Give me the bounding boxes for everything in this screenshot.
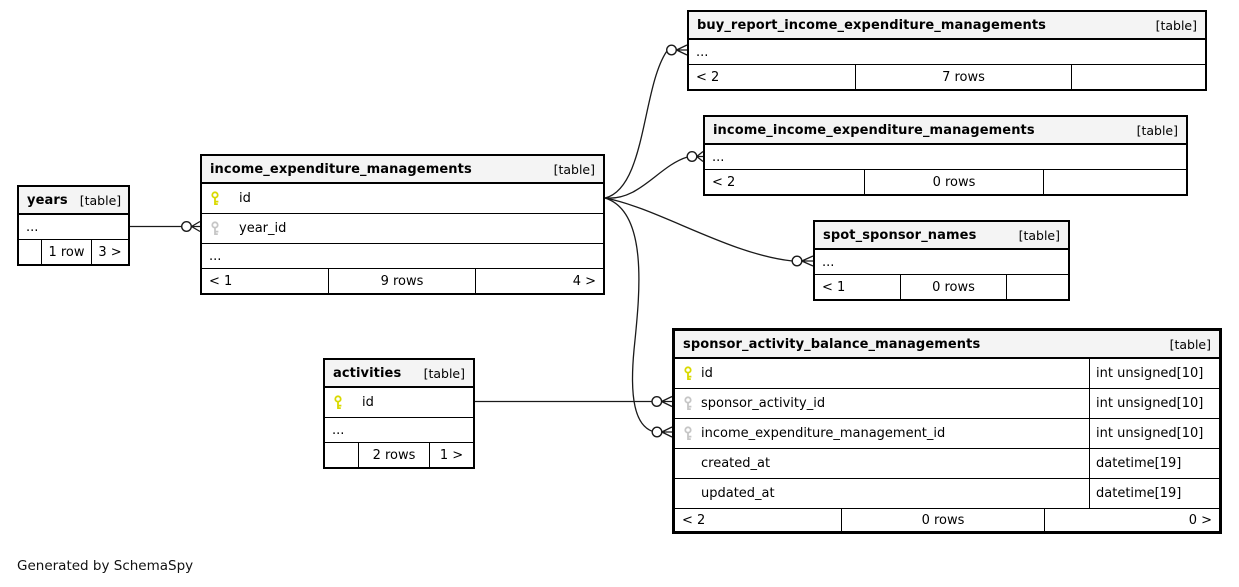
footer-children: < 2: [696, 69, 720, 85]
footer-children: < 2: [712, 174, 736, 190]
columns-ellipsis: ...: [202, 244, 603, 269]
table-spot-sponsor-names[interactable]: spot_sponsor_names [table] ... < 1 0 row…: [813, 220, 1070, 301]
foreign-key-icon: [209, 221, 221, 236]
generator-note: Generated by SchemaSpy: [17, 558, 194, 574]
column-row-id: id int unsigned[10]: [675, 359, 1219, 389]
connector-iem-to-buy-report: [604, 44, 688, 199]
table-header: sponsor_activity_balance_managements [ta…: [675, 331, 1219, 359]
table-tag: [table]: [553, 161, 595, 177]
footer-children: [19, 240, 41, 264]
table-income-income-expenditure-managements[interactable]: income_income_expenditure_managements [t…: [703, 115, 1188, 196]
columns-ellipsis: ...: [19, 215, 128, 240]
footer-parents: 1 >: [429, 443, 473, 467]
connector-years-to-iem: [130, 220, 201, 233]
connector-activities-to-savbm: [475, 395, 673, 408]
column-row-created-at: created_at datetime[19]: [675, 449, 1219, 479]
primary-key-icon: [682, 366, 694, 381]
table-footer: < 2 7 rows: [689, 65, 1205, 89]
table-tag: [table]: [1155, 17, 1197, 33]
table-tag: [table]: [79, 192, 122, 208]
column-type: int unsigned[10]: [1089, 419, 1219, 448]
column-type: datetime[19]: [1089, 479, 1219, 508]
table-tag: [table]: [423, 365, 465, 381]
footer-rowcount: 0 rows: [864, 170, 1043, 194]
foreign-key-icon: [682, 396, 694, 411]
column-name: updated_at: [701, 486, 775, 501]
footer-rowcount: 1 row: [41, 240, 91, 264]
table-tag: [table]: [1169, 336, 1211, 352]
table-name[interactable]: activities: [333, 365, 402, 381]
footer-parents: [1071, 65, 1205, 89]
footer-rowcount: 2 rows: [358, 443, 429, 467]
column-row-income-expenditure-management-id: income_expenditure_management_id int uns…: [675, 419, 1219, 449]
table-name[interactable]: years: [27, 192, 68, 208]
column-name: income_expenditure_management_id: [701, 426, 946, 441]
column-type: datetime[19]: [1089, 449, 1219, 478]
columns-ellipsis: ...: [325, 418, 473, 443]
column-name: id: [362, 395, 374, 410]
footer-parents: 0 >: [1044, 509, 1219, 531]
columns-ellipsis: ...: [705, 145, 1186, 170]
column-row-sponsor-activity-id: sponsor_activity_id int unsigned[10]: [675, 389, 1219, 419]
table-footer: 1 row 3 >: [19, 240, 128, 264]
table-header: buy_report_income_expenditure_management…: [689, 12, 1205, 40]
footer-children: < 1: [209, 273, 233, 289]
table-header: years [table]: [19, 187, 128, 215]
footer-children: < 2: [682, 512, 706, 528]
table-tag: [table]: [1136, 122, 1178, 138]
table-footer: < 2 0 rows: [705, 170, 1186, 194]
table-footer: 2 rows 1 >: [325, 443, 473, 467]
footer-children: < 1: [822, 279, 846, 295]
table-name[interactable]: spot_sponsor_names: [823, 227, 977, 243]
footer-children: [325, 443, 358, 467]
connector-iem-to-savbm: [604, 197, 673, 438]
footer-parents: 3 >: [91, 240, 128, 264]
column-type: int unsigned[10]: [1089, 389, 1219, 418]
connector-iem-to-spot-sponsor: [604, 197, 814, 267]
columns-ellipsis: ...: [689, 40, 1205, 65]
column-name: id: [239, 191, 251, 206]
table-header: income_expenditure_managements [table]: [202, 156, 603, 184]
columns-ellipsis: ...: [815, 250, 1068, 275]
table-name[interactable]: buy_report_income_expenditure_management…: [697, 17, 1047, 33]
table-sponsor-activity-balance-managements[interactable]: sponsor_activity_balance_managements [ta…: [672, 328, 1222, 534]
primary-key-icon: [332, 395, 344, 410]
footer-rowcount: 9 rows: [328, 269, 475, 293]
column-name: sponsor_activity_id: [701, 396, 826, 411]
foreign-key-icon: [682, 426, 694, 441]
column-name: id: [701, 366, 713, 381]
column-row-id: id: [325, 388, 473, 418]
footer-rowcount: 7 rows: [855, 65, 1071, 89]
no-key-spacer: [682, 456, 694, 471]
footer-parents: [1006, 275, 1068, 299]
footer-parents: 4 >: [475, 269, 603, 293]
column-name: created_at: [701, 456, 771, 471]
table-header: spot_sponsor_names [table]: [815, 222, 1068, 250]
table-footer: < 1 0 rows: [815, 275, 1068, 299]
table-tag: [table]: [1018, 227, 1060, 243]
connector-iem-to-income-income: [604, 150, 704, 199]
table-name[interactable]: income_expenditure_managements: [210, 161, 472, 177]
column-row-updated-at: updated_at datetime[19]: [675, 479, 1219, 509]
no-key-spacer: [682, 486, 694, 501]
table-name[interactable]: sponsor_activity_balance_managements: [683, 336, 981, 352]
column-type: int unsigned[10]: [1089, 359, 1219, 388]
table-header: activities [table]: [325, 360, 473, 388]
table-header: income_income_expenditure_managements [t…: [705, 117, 1186, 145]
column-name: year_id: [239, 221, 287, 236]
column-row-id: id: [202, 184, 603, 214]
table-activities[interactable]: activities [table] id ... 2 rows 1 >: [323, 358, 475, 469]
primary-key-icon: [209, 191, 221, 206]
table-years[interactable]: years [table] ... 1 row 3 >: [17, 185, 130, 266]
table-footer: < 1 9 rows 4 >: [202, 269, 603, 293]
column-row-year-id: year_id: [202, 214, 603, 244]
table-name[interactable]: income_income_expenditure_managements: [713, 122, 1035, 138]
footer-parents: [1043, 170, 1186, 194]
table-buy-report-income-expenditure-managements[interactable]: buy_report_income_expenditure_management…: [687, 10, 1207, 91]
footer-rowcount: 0 rows: [841, 509, 1044, 531]
table-footer: < 2 0 rows 0 >: [675, 509, 1219, 531]
footer-rowcount: 0 rows: [900, 275, 1006, 299]
table-income-expenditure-managements[interactable]: income_expenditure_managements [table] i…: [200, 154, 605, 295]
